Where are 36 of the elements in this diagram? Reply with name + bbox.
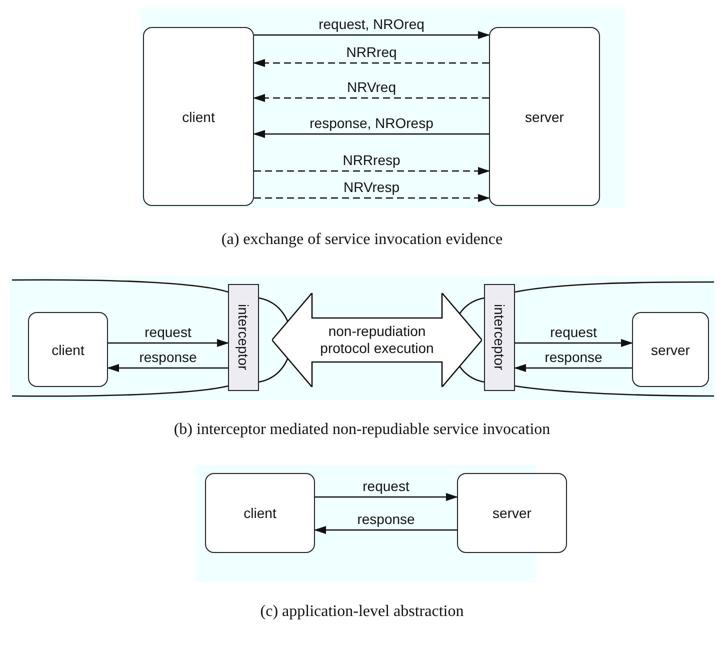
arrow [314,526,457,534]
interceptor-bar [484,284,515,391]
interceptor-label: interceptor [236,304,252,371]
arrow [315,493,458,501]
node-label: server [525,108,564,124]
edge-label: NRRresp [340,152,402,168]
interceptor-bar [228,284,259,391]
arrow [253,59,489,67]
arrow [253,130,489,138]
process-box [632,312,709,387]
process-box [489,27,600,206]
node-label: server [651,342,690,358]
process-box [457,473,567,553]
caption: (c) application-level abstraction [260,603,464,621]
process-box [205,473,315,553]
process-box [143,27,254,206]
arrow [253,94,489,102]
caption: (a) exchange of service invocation evidence [221,231,503,249]
arrow [254,31,490,39]
arrow-label: non-repudiation protocol execution [319,323,435,357]
interceptor-label: interceptor [492,304,508,371]
edge-label: response, NROresp [308,115,436,131]
node-label: server [492,505,532,521]
edge-label: request, NROreq [316,16,426,32]
arrow [107,364,228,372]
node-label: client [182,108,215,124]
arrow [515,339,633,347]
arrow [254,194,490,202]
edge-label: NRRreq [344,44,399,60]
caption: (b) interceptor mediated non-repudiable service invocation [174,421,550,439]
arrow [514,364,632,372]
arrow [108,339,229,347]
process-box [28,312,108,387]
node-label: client [52,342,84,358]
node-label: client [244,505,276,521]
arrow [254,167,490,175]
